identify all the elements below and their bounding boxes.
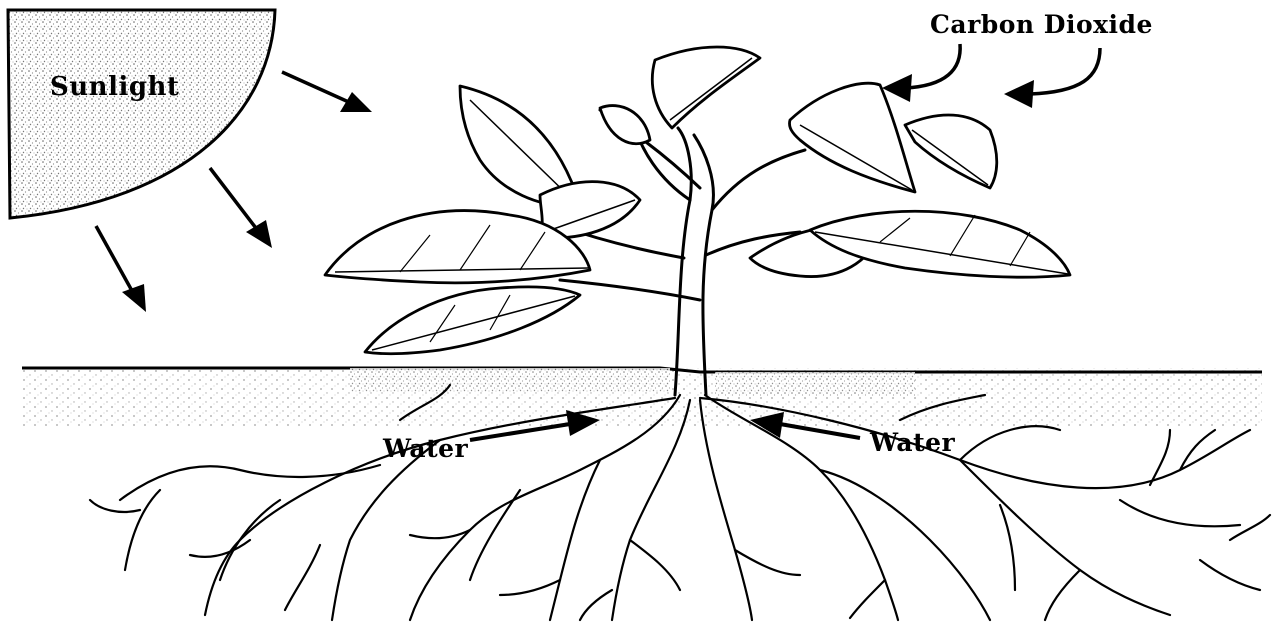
water-label-right: Water bbox=[870, 428, 955, 457]
water-label-left: Water bbox=[383, 434, 468, 463]
leaf bbox=[600, 106, 650, 144]
leaf bbox=[905, 115, 997, 188]
plant-leaves bbox=[325, 47, 1070, 354]
co2-arrowhead-2 bbox=[1004, 80, 1034, 108]
co2-arrow-1 bbox=[905, 44, 960, 88]
carbon-dioxide-arrows bbox=[882, 44, 1100, 108]
sunlight-label: Sunlight bbox=[50, 72, 179, 102]
sunlight-arrow-2 bbox=[210, 168, 262, 236]
sunlight-arrow-3 bbox=[96, 226, 136, 298]
sunlight-arrowhead-3 bbox=[122, 284, 146, 312]
carbon-dioxide-label: Carbon Dioxide bbox=[930, 10, 1153, 39]
sun bbox=[8, 10, 275, 218]
leaf bbox=[789, 83, 915, 192]
sunlight-arrowhead-2 bbox=[246, 220, 272, 248]
soil bbox=[22, 368, 1262, 428]
leaf bbox=[652, 47, 760, 128]
co2-arrow-2 bbox=[1030, 48, 1100, 94]
